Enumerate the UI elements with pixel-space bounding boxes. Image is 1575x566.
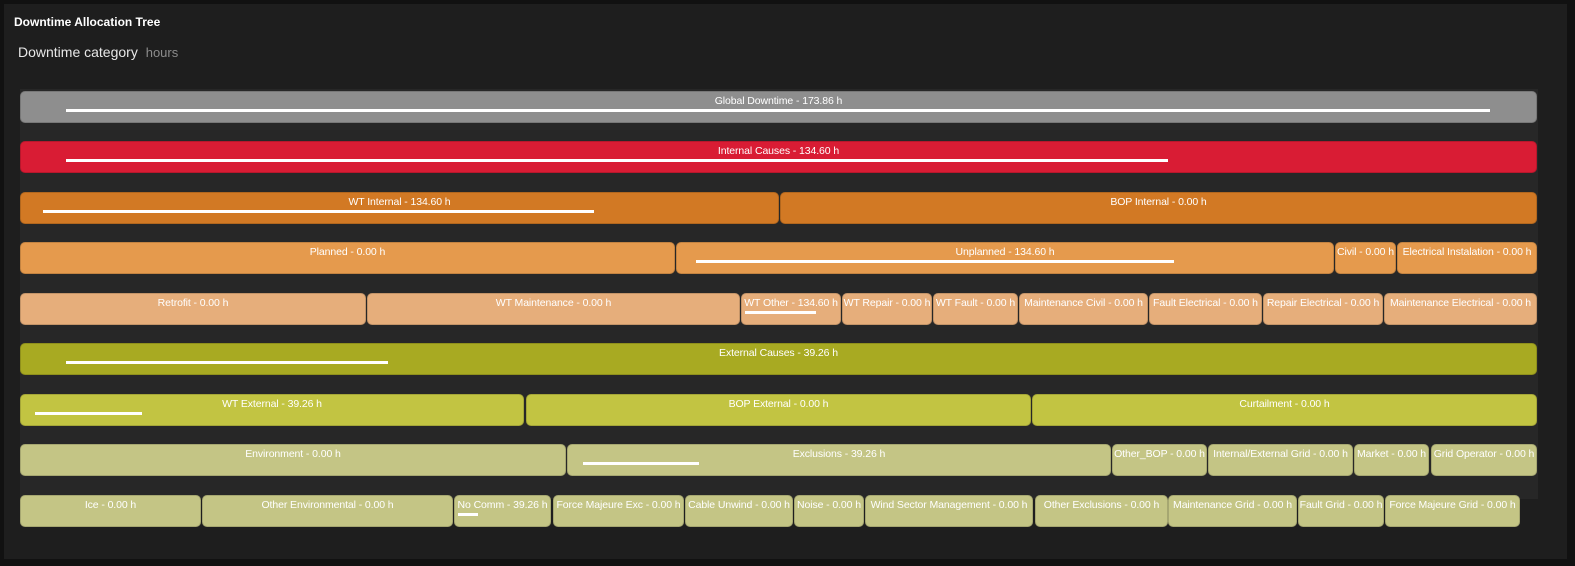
tree-node-maintenance-electrical[interactable]: Maintenance Electrical - 0.00 h [1384, 293, 1537, 325]
category-label: Downtime category [18, 44, 138, 60]
tree-node-share-bar [745, 311, 816, 314]
tree-node-label: No Comm - 39.26 h [457, 499, 548, 511]
tree-node-label: Civil - 0.00 h [1337, 246, 1394, 258]
tree-node-label: Environment - 0.00 h [245, 448, 341, 460]
tree-node-force-majeure-exc[interactable]: Force Majeure Exc - 0.00 h [553, 495, 684, 527]
tree-node-internal-external-grid[interactable]: Internal/External Grid - 0.00 h [1208, 444, 1353, 476]
tree-node-other-exclusions[interactable]: Other Exclusions - 0.00 h [1035, 495, 1168, 527]
tree-node-label: Global Downtime - 173.86 h [714, 95, 843, 107]
tree-node-maintenance-civil[interactable]: Maintenance Civil - 0.00 h [1019, 293, 1148, 325]
tree-node-label: Grid Operator - 0.00 h [1433, 448, 1535, 460]
tree-node-label: Internal Causes - 134.60 h [717, 145, 840, 157]
tree-node-label: Maintenance Electrical - 0.00 h [1389, 297, 1532, 309]
tree-node-label: Planned - 0.00 h [309, 246, 386, 258]
tree-node-label: Noise - 0.00 h [797, 499, 861, 511]
tree-node-label: WT Maintenance - 0.00 h [495, 297, 612, 309]
tree-node-repair-electrical[interactable]: Repair Electrical - 0.00 h [1263, 293, 1383, 325]
tree-node-label: Other Environmental - 0.00 h [261, 499, 394, 511]
tree-node-no-comm[interactable]: No Comm - 39.26 h [454, 495, 551, 527]
tree-node-label: Force Majeure Exc - 0.00 h [556, 499, 681, 511]
tree-node-label: Unplanned - 134.60 h [955, 246, 1055, 258]
tree-node-other-environmental[interactable]: Other Environmental - 0.00 h [202, 495, 453, 527]
tree-node-global-downtime[interactable]: Global Downtime - 173.86 h [20, 91, 1537, 123]
unit-label: hours [145, 45, 179, 60]
tree-node-label: Retrofit - 0.00 h [157, 297, 229, 309]
tree-node-wt-other[interactable]: WT Other - 134.60 h [741, 293, 841, 325]
tree-node-other-bop[interactable]: Other_BOP - 0.00 h [1112, 444, 1207, 476]
tree-node-label: Curtailment - 0.00 h [1239, 398, 1330, 410]
tree-node-planned[interactable]: Planned - 0.00 h [20, 242, 675, 274]
tree-node-grid-operator[interactable]: Grid Operator - 0.00 h [1431, 444, 1537, 476]
panel-title: Downtime Allocation Tree [14, 15, 161, 29]
tree-node-fault-grid[interactable]: Fault Grid - 0.00 h [1298, 495, 1384, 527]
tree-node-share-bar [696, 260, 1174, 263]
tree-node-label: WT External - 39.26 h [222, 398, 322, 410]
tree-node-force-majeure-grid[interactable]: Force Majeure Grid - 0.00 h [1385, 495, 1520, 527]
tree-node-share-bar [458, 513, 478, 516]
tree-node-civil[interactable]: Civil - 0.00 h [1335, 242, 1396, 274]
tree-node-electrical-instalation[interactable]: Electrical Instalation - 0.00 h [1397, 242, 1537, 274]
tree-node-curtailment[interactable]: Curtailment - 0.00 h [1032, 394, 1537, 426]
tree-node-share-bar [66, 159, 1168, 162]
tree-node-fault-electrical[interactable]: Fault Electrical - 0.00 h [1149, 293, 1262, 325]
tree-node-external-causes[interactable]: External Causes - 39.26 h [20, 343, 1537, 375]
tree-node-unplanned[interactable]: Unplanned - 134.60 h [676, 242, 1334, 274]
tree-node-cable-unwind[interactable]: Cable Unwind - 0.00 h [685, 495, 793, 527]
tree-node-label: Other_BOP - 0.00 h [1114, 448, 1205, 460]
tree-node-label: Repair Electrical - 0.00 h [1266, 297, 1380, 309]
tree-node-label: BOP Internal - 0.00 h [1110, 196, 1207, 208]
tree-node-label: Wind Sector Management - 0.00 h [870, 499, 1028, 511]
tree-node-wt-maintenance[interactable]: WT Maintenance - 0.00 h [367, 293, 740, 325]
tree-node-share-bar [583, 462, 699, 465]
tree-node-label: Other Exclusions - 0.00 h [1043, 499, 1160, 511]
tree-node-wind-sector-management[interactable]: Wind Sector Management - 0.00 h [865, 495, 1033, 527]
tree-node-label: Fault Grid - 0.00 h [1299, 499, 1383, 511]
tree-node-wt-external[interactable]: WT External - 39.26 h [20, 394, 524, 426]
tree-node-label: Market - 0.00 h [1356, 448, 1427, 460]
tree-node-bop-internal[interactable]: BOP Internal - 0.00 h [780, 192, 1537, 224]
downtime-allocation-panel: Downtime Allocation Tree Downtime catego… [4, 4, 1567, 559]
tree-node-label: Fault Electrical - 0.00 h [1153, 297, 1258, 309]
tree-node-share-bar [43, 210, 594, 213]
tree-node-label: Internal/External Grid - 0.00 h [1213, 448, 1348, 460]
tree-node-share-bar [35, 412, 142, 415]
tree-node-exclusions[interactable]: Exclusions - 39.26 h [567, 444, 1111, 476]
tree-node-bop-external[interactable]: BOP External - 0.00 h [526, 394, 1031, 426]
tree-node-market[interactable]: Market - 0.00 h [1354, 444, 1429, 476]
tree-node-label: Maintenance Grid - 0.00 h [1173, 499, 1292, 511]
tree-node-maintenance-grid[interactable]: Maintenance Grid - 0.00 h [1168, 495, 1297, 527]
tree-node-wt-internal[interactable]: WT Internal - 134.60 h [20, 192, 779, 224]
tree-node-label: Exclusions - 39.26 h [792, 448, 886, 460]
tree-node-label: WT Fault - 0.00 h [935, 297, 1016, 309]
tree-node-label: Maintenance Civil - 0.00 h [1024, 297, 1143, 309]
tree-node-retrofit[interactable]: Retrofit - 0.00 h [20, 293, 366, 325]
tree-node-label: WT Repair - 0.00 h [843, 297, 931, 309]
tree-node-label: External Causes - 39.26 h [719, 347, 838, 359]
chart-header: Downtime category hours [18, 44, 178, 60]
tree-node-label: WT Other - 134.60 h [744, 297, 838, 309]
tree-node-label: Ice - 0.00 h [84, 499, 137, 511]
tree-node-label: Force Majeure Grid - 0.00 h [1389, 499, 1516, 511]
tree-node-noise[interactable]: Noise - 0.00 h [794, 495, 864, 527]
tree-node-wt-fault[interactable]: WT Fault - 0.00 h [933, 293, 1018, 325]
tree-node-ice[interactable]: Ice - 0.00 h [20, 495, 201, 527]
tree-node-label: Cable Unwind - 0.00 h [688, 499, 790, 511]
tree-node-share-bar [66, 361, 388, 364]
tree-node-internal-causes[interactable]: Internal Causes - 134.60 h [20, 141, 1537, 173]
tree-node-share-bar [66, 109, 1490, 112]
tree-node-environment[interactable]: Environment - 0.00 h [20, 444, 566, 476]
tree-node-wt-repair[interactable]: WT Repair - 0.00 h [842, 293, 932, 325]
tree-node-label: WT Internal - 134.60 h [348, 196, 451, 208]
tree-node-label: BOP External - 0.00 h [728, 398, 829, 410]
tree-node-label: Electrical Instalation - 0.00 h [1402, 246, 1532, 258]
